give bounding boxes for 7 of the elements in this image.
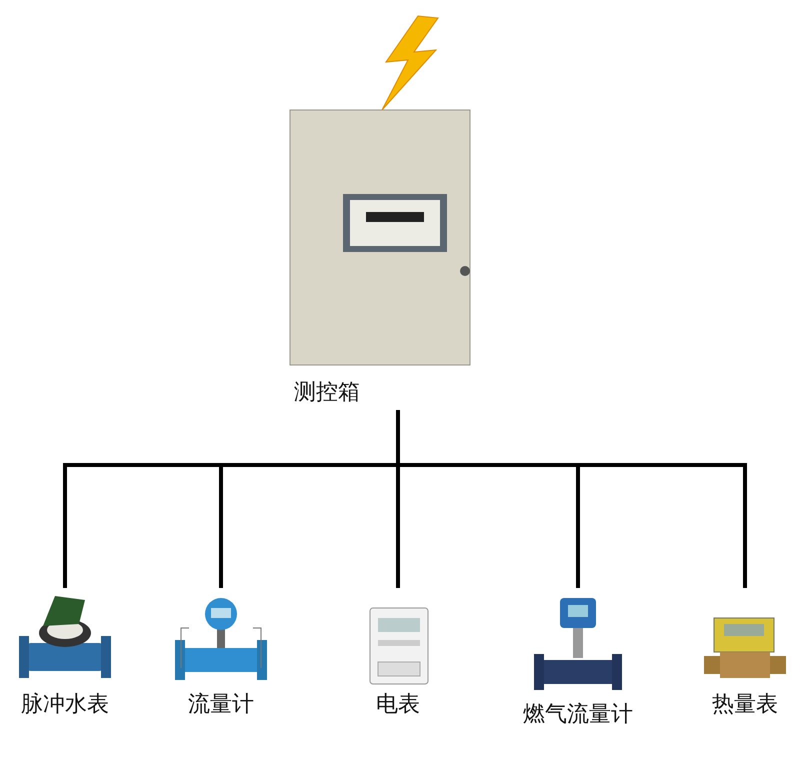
device-label: 脉冲水表 xyxy=(21,692,109,718)
device-label: 燃气流量计 xyxy=(523,702,633,728)
connector-line xyxy=(396,410,747,588)
device-label: 电表 xyxy=(376,692,420,718)
device-label: 测控箱 xyxy=(294,380,360,406)
device-label: 流量计 xyxy=(188,692,254,718)
device-label: 热量表 xyxy=(712,692,778,718)
